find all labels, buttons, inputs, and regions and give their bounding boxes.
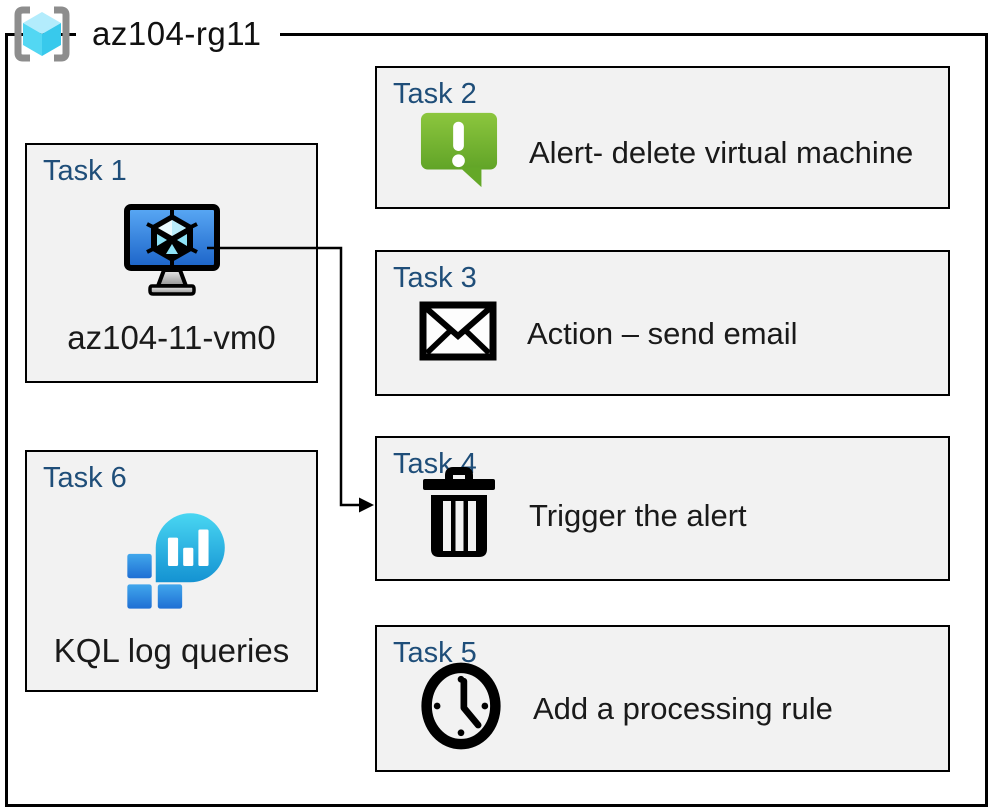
trash-icon bbox=[419, 465, 499, 566]
resource-group-icon bbox=[8, 5, 76, 68]
clock-icon bbox=[419, 660, 503, 757]
resource-group-title: az104-rg11 bbox=[76, 10, 280, 58]
task-box-3: Task 3 Action – send email bbox=[375, 250, 950, 396]
task-box-5: Task 5 Add a processing rule bbox=[375, 625, 950, 772]
task-4-caption: Trigger the alert bbox=[529, 497, 747, 533]
task-5-caption: Add a processing rule bbox=[533, 690, 833, 726]
resource-group-name: az104-rg11 bbox=[92, 15, 262, 52]
task-3-caption: Action – send email bbox=[527, 315, 798, 351]
task-box-1: Task 1 bbox=[25, 143, 318, 383]
virtual-machine-monitor-icon bbox=[123, 204, 220, 303]
kql-log-queries-icon bbox=[105, 501, 239, 630]
task-1-caption: az104-11-vm0 bbox=[67, 319, 276, 356]
resource-group-frame bbox=[5, 33, 988, 807]
task-box-2: Task 2 Alert- delete virtual machine bbox=[375, 66, 950, 209]
task-box-4: Task 4 Trigger the alert bbox=[375, 436, 950, 581]
alert-icon bbox=[419, 109, 499, 196]
task-3-label: Task 3 bbox=[393, 262, 477, 294]
email-icon bbox=[419, 301, 497, 366]
task-6-caption: KQL log queries bbox=[53, 632, 290, 669]
task-2-label: Task 2 bbox=[393, 78, 477, 110]
task-6-label: Task 6 bbox=[43, 462, 127, 494]
task-2-caption: Alert- delete virtual machine bbox=[529, 134, 914, 170]
task-box-6: Task 6 KQL log querie bbox=[25, 450, 318, 692]
task-1-label: Task 1 bbox=[43, 155, 127, 187]
